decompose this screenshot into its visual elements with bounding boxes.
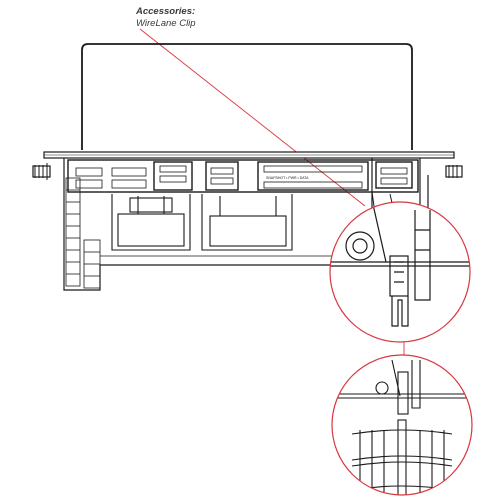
right-stud — [448, 165, 458, 178]
socket-right — [201, 194, 293, 251]
connector-strip — [67, 159, 419, 193]
left-stud — [34, 163, 48, 180]
detail-ring-b — [331, 354, 473, 496]
left-ribs — [65, 177, 101, 289]
detail-circle-b — [332, 355, 472, 495]
socket-left — [111, 194, 191, 251]
lid — [81, 43, 413, 150]
callout-leaders — [139, 28, 405, 355]
detail-ring-a — [329, 201, 471, 343]
detail-circle-a — [330, 202, 470, 342]
connector-slots — [75, 161, 413, 191]
callout-title: Accessories: — [136, 6, 196, 17]
device-label: SNAPSHOT • PWR • DATA — [266, 176, 309, 180]
leader-line — [139, 28, 366, 207]
callout-subtitle: WireLane Clip — [136, 18, 196, 29]
device-housing — [32, 43, 463, 293]
